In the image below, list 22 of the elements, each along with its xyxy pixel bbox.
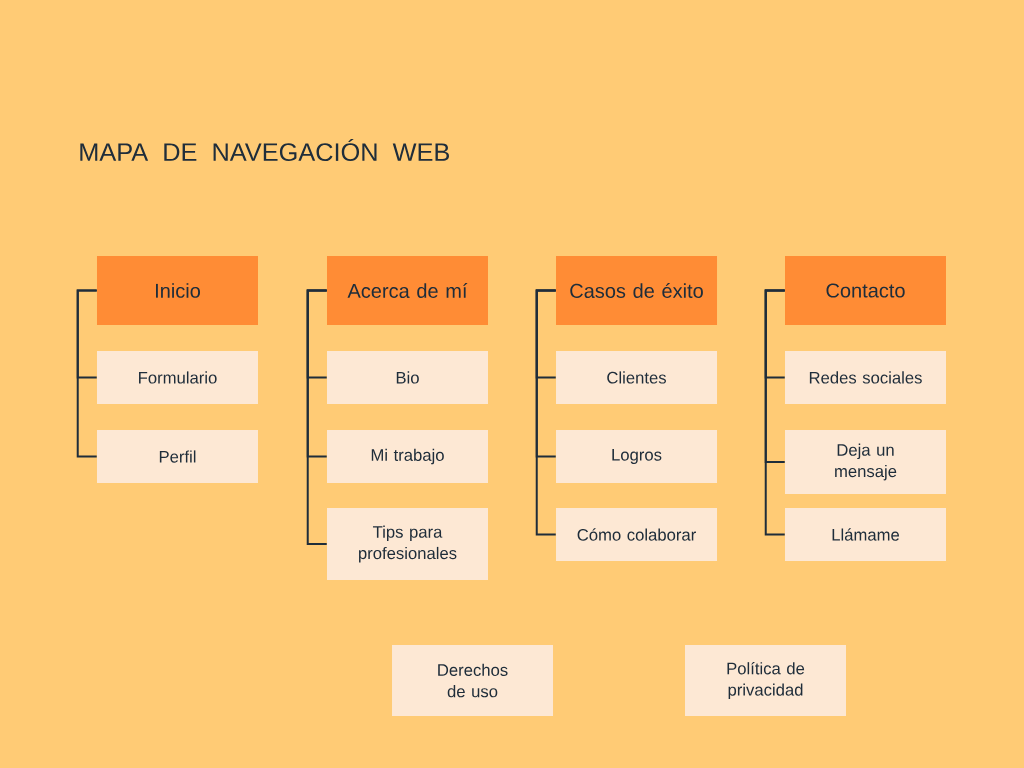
page-box: Perfil bbox=[97, 430, 258, 483]
page-box: Mi trabajo bbox=[327, 430, 488, 483]
page-box: Tips para profesionales bbox=[327, 508, 488, 580]
section-box: Casos de éxito bbox=[556, 256, 717, 325]
page-box: Formulario bbox=[97, 351, 258, 404]
page-box: Deja un mensaje bbox=[785, 430, 946, 494]
connector-line bbox=[76, 289, 98, 458]
section-box: Contacto bbox=[785, 256, 946, 325]
page-box: Derechos de uso bbox=[392, 645, 553, 716]
page-box: Cómo colaborar bbox=[556, 508, 717, 561]
connector-line bbox=[764, 289, 786, 536]
page-box: Clientes bbox=[556, 351, 717, 404]
page-box: Bio bbox=[327, 351, 488, 404]
connector-line bbox=[306, 289, 328, 545]
subtitle: MAPA DE NAVEGACIÓN WEB bbox=[80, 138, 449, 162]
connector-line bbox=[535, 289, 557, 536]
section-box: Acerca de mí bbox=[327, 256, 488, 325]
page-box: Logros bbox=[556, 430, 717, 483]
page-box: Política de privacidad bbox=[685, 645, 846, 716]
page-box: Llámame bbox=[785, 508, 946, 561]
section-box: Inicio bbox=[97, 256, 258, 325]
page-box: Redes sociales bbox=[785, 351, 946, 404]
